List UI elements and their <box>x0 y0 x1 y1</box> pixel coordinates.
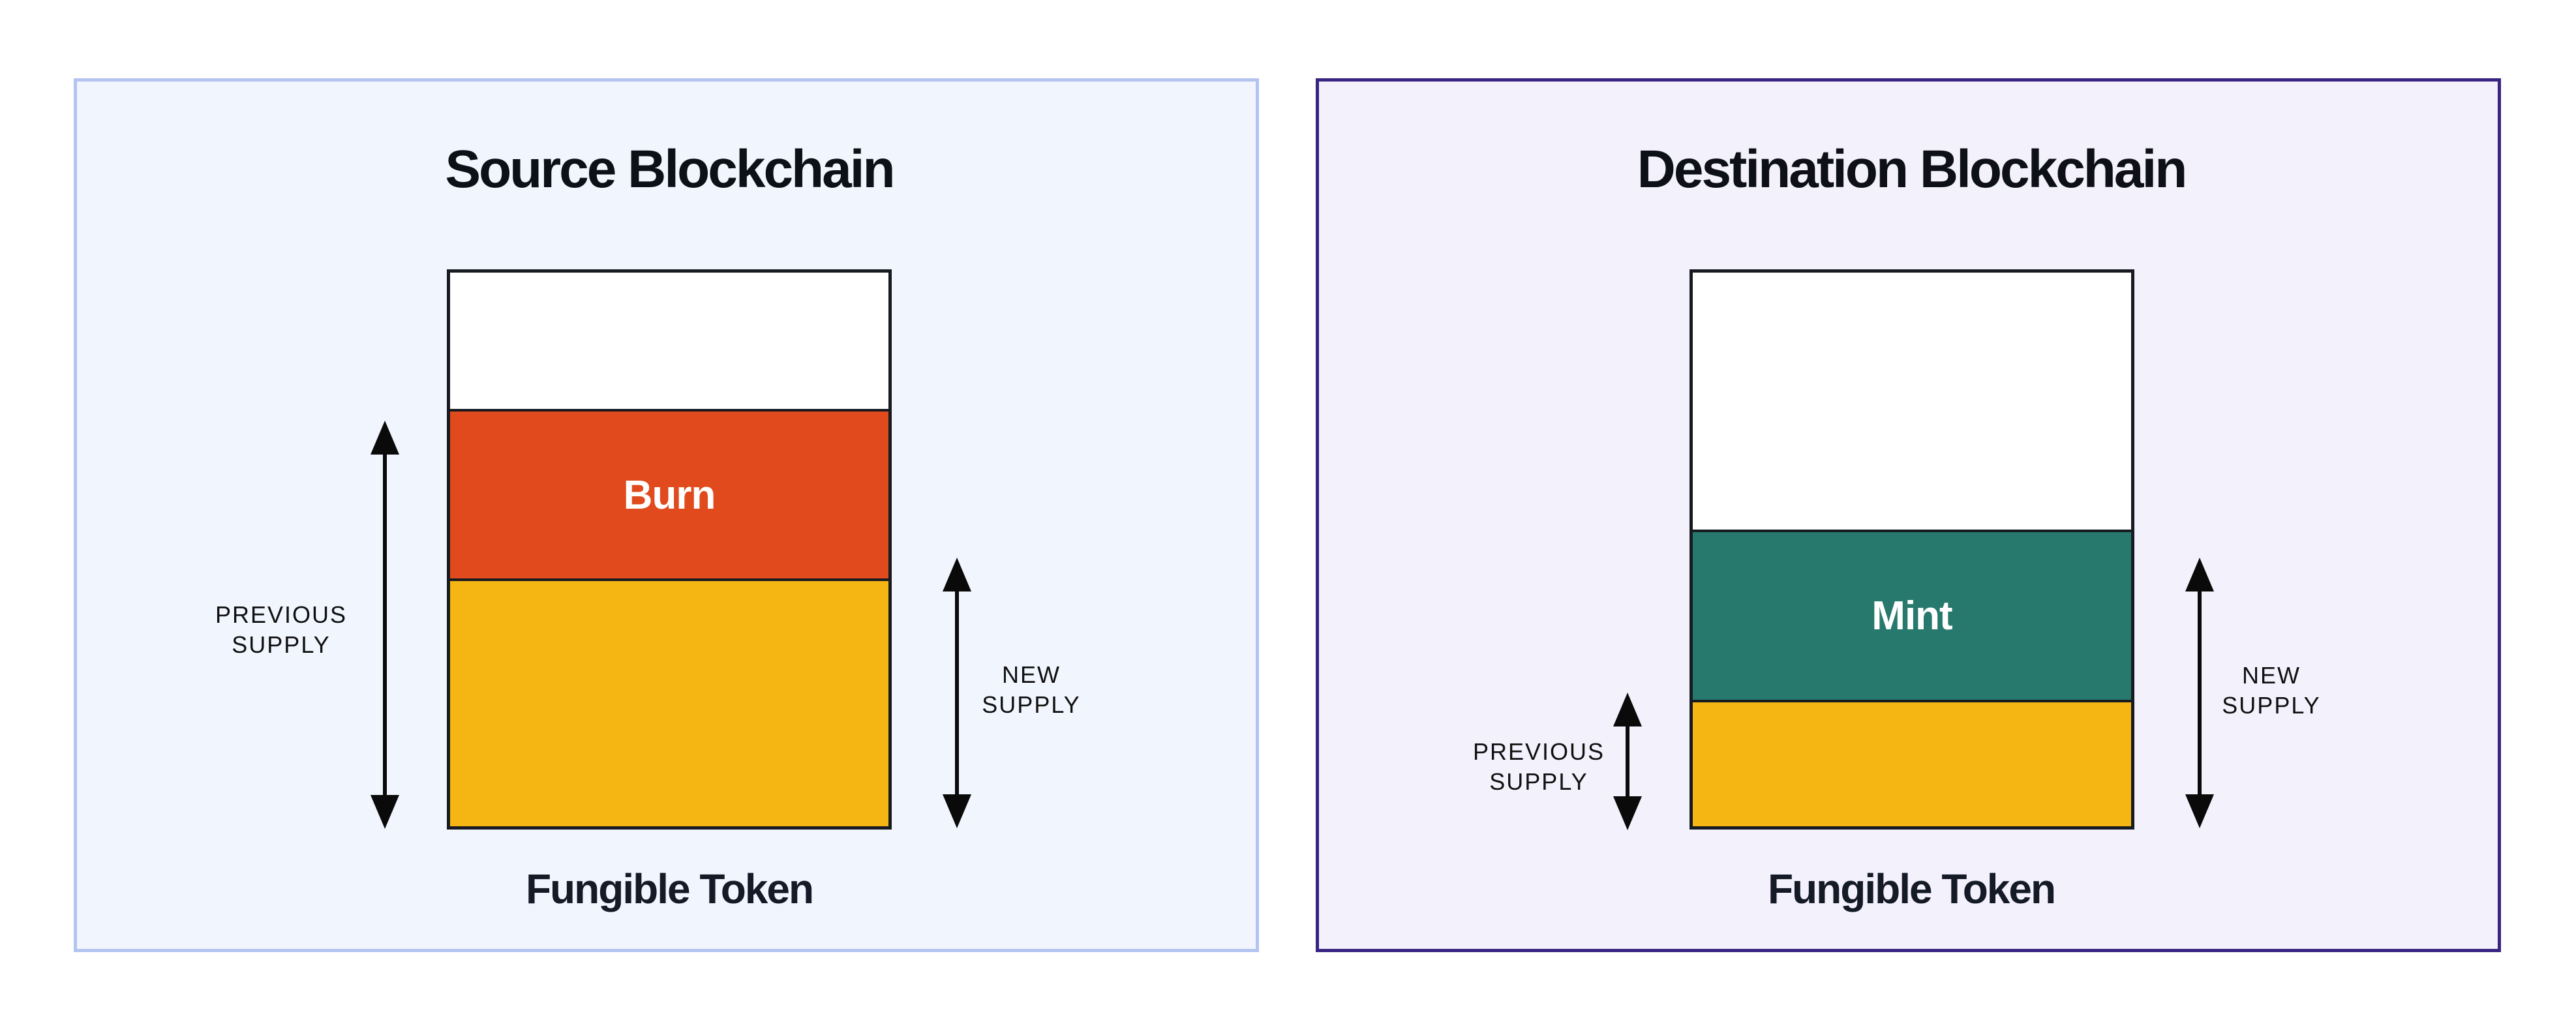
bar-section-empty-space <box>450 273 888 410</box>
bar-section-burn: Burn <box>450 409 888 579</box>
previous-supply-label: PREVIOUS SUPPLY <box>1472 738 1605 795</box>
burn-label: Burn <box>623 472 716 518</box>
bar-section-mint: Mint <box>1693 530 2131 700</box>
new-supply-arrow <box>2180 558 2219 828</box>
new-supply-arrow <box>937 558 977 828</box>
destination-panel-title: Destination Blockchain <box>1637 140 2188 199</box>
previous-supply-arrow <box>1608 693 1647 830</box>
mint-label: Mint <box>1871 593 1952 639</box>
source-blockchain-panel: Source Blockchain Burn PREVIOUS SUPPLY <box>74 78 1259 952</box>
source-token-label: Fungible Token <box>525 865 814 912</box>
new-supply-label: NEW SUPPLY <box>2222 662 2321 719</box>
source-token-bar: Burn <box>447 269 892 830</box>
previous-supply-arrow <box>365 421 404 829</box>
destination-blockchain-panel: Destination Blockchain Mint PREVIOUS SUP… <box>1316 78 2501 952</box>
destination-token-bar: Mint <box>1690 269 2134 830</box>
bar-section-previous-supply-portion <box>1693 699 2131 826</box>
previous-supply-label: PREVIOUS SUPPLY <box>215 601 348 658</box>
new-supply-label: NEW SUPPLY <box>982 661 1081 718</box>
bar-section-remaining-supply <box>450 578 888 826</box>
source-panel-title: Source Blockchain <box>445 140 895 199</box>
destination-token-label: Fungible Token <box>1767 865 2056 912</box>
bar-section-empty-space <box>1693 273 2131 530</box>
